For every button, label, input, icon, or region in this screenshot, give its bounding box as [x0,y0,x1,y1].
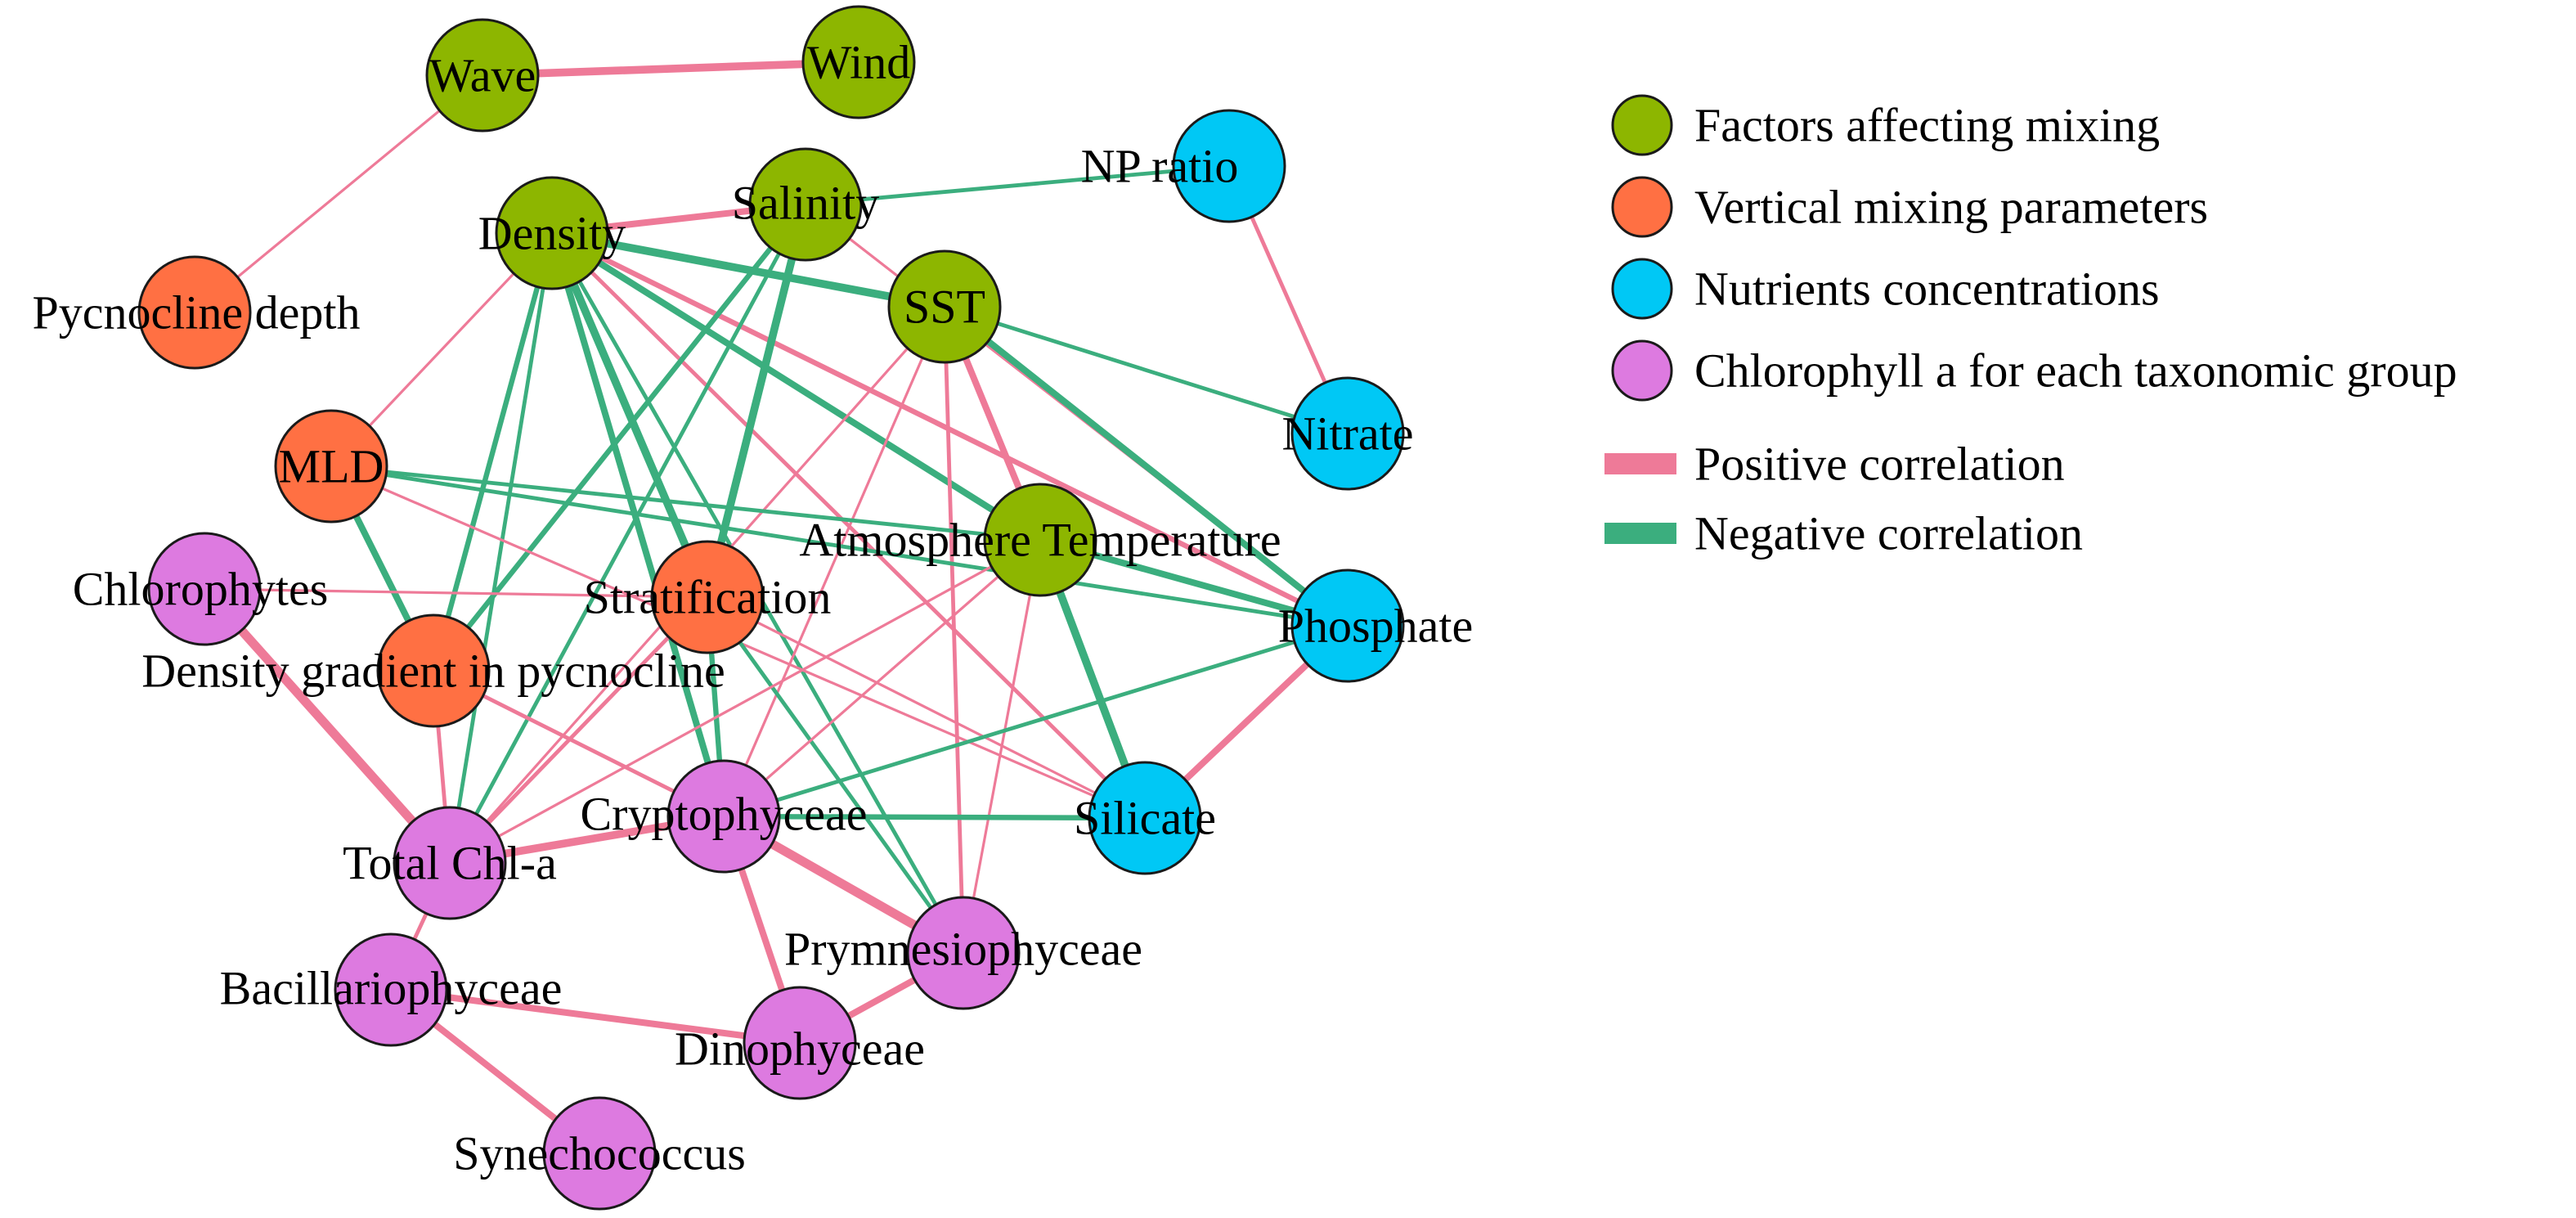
node-atmtemp [983,483,1097,597]
edge-crypto-silicate [720,813,1148,821]
node-density [495,176,609,290]
node-wind [801,5,916,119]
node-prymn [906,896,1021,1010]
node-label-mld: MLD [279,440,384,493]
edge-bacill-dino [388,987,803,1046]
node-label-prymn: Prymnesiophyceae [784,923,1142,976]
edge-salinity-totchl [447,202,808,865]
legend-swatch-negative [1604,523,1676,544]
node-label-syne: Synechococcus [453,1127,746,1180]
legend-swatch-positive [1604,453,1676,474]
node-label-sst: SST [904,281,985,334]
node-label-chloro: Chlorophytes [73,563,329,616]
edge-mld-phosphate [329,464,1350,628]
edge-wave-wind [478,58,863,79]
node-pycdepth [137,255,252,370]
node-dino [743,986,857,1100]
edge-chloro-strat [203,587,709,599]
edge-density-atmtemp [549,230,1043,543]
node-label-totchl: Total Chl-a [343,837,557,890]
node-label-crypto: Cryptophyceae [580,788,867,841]
node-wave [425,18,540,133]
node-label-phosphate: Phosphate [1278,600,1473,653]
legend-swatch-nutrients [1611,258,1673,320]
legend-swatch-mixing [1611,94,1673,156]
edge-density-totchl [447,231,554,865]
node-npratio [1172,109,1286,223]
node-label-atmtemp: Atmosphere Temperature [799,514,1281,567]
edge-strat-prymn [705,595,966,955]
node-silicate [1088,761,1202,875]
edge-salinity-npratio [803,164,1232,207]
legend-label-positive: Positive correlation [1694,438,2065,491]
node-label-bacill: Bacillariophyceae [220,962,563,1015]
node-label-densgrad: Density gradient in pycnocline [141,645,725,698]
node-nitrate [1290,376,1405,491]
edge-sst-phosphate [941,303,1351,629]
node-label-nitrate: Nitrate [1281,407,1413,461]
node-label-wind: Wind [807,36,911,89]
legend-swatch-vertical [1611,176,1673,238]
node-sst [887,249,1002,364]
node-label-density: Density [478,207,626,260]
edge-sst-prymn [942,304,966,955]
legend-label-chlorophyll: Chlorophyll a for each taxonomic group [1694,344,2457,398]
edge-atmtemp-crypto [722,538,1042,818]
node-label-salinity: Salinity [732,177,879,230]
edge-atmtemp-prymn [962,538,1042,955]
edge-density-sst [548,229,949,311]
node-crypto [666,759,781,874]
edge-salinity-strat [703,200,810,601]
node-label-pycdepth: Pycnocline depth [32,286,360,339]
node-salinity [748,147,863,262]
legend-swatch-chlorophyll [1611,339,1673,402]
node-densgrad [376,613,491,728]
node-label-npratio: NP ratio [1081,140,1239,193]
node-chloro [147,532,262,646]
node-mld [274,409,388,524]
legend-label-mixing: Factors affecting mixing [1694,99,2160,152]
edge-density-densgrad [430,230,555,674]
legend-label-negative: Negative correlation [1694,507,2083,560]
node-totchl [393,806,507,920]
edge-chloro-totchl [200,584,455,868]
node-label-dino: Dinophyceae [675,1022,925,1076]
node-bacill [334,933,448,1047]
node-label-wave: Wave [429,49,536,102]
edge-density-crypto [549,230,727,820]
legend-label-nutrients: Nutrients concentrations [1694,263,2160,316]
edge-wave-pycdepth [193,74,484,314]
legend-label-vertical: Vertical mixing parameters [1694,181,2208,234]
edge-strat-silicate [706,596,1147,820]
node-phosphate [1290,569,1405,683]
edge-strat-totchl [447,595,710,865]
node-strat [650,540,765,654]
node-label-strat: Stratification [584,571,832,624]
edge-phosphate-crypto [721,623,1350,819]
edge-atmtemp-totchl [448,538,1042,865]
edge-sst-crypto [722,305,946,818]
edge-mld-atmtemp [329,464,1043,542]
node-label-silicate: Silicate [1074,792,1216,845]
node-syne [542,1096,657,1211]
edge-density-strat [548,229,711,601]
edge-sst-nitrate [942,304,1350,436]
node-layer [137,5,1405,1211]
